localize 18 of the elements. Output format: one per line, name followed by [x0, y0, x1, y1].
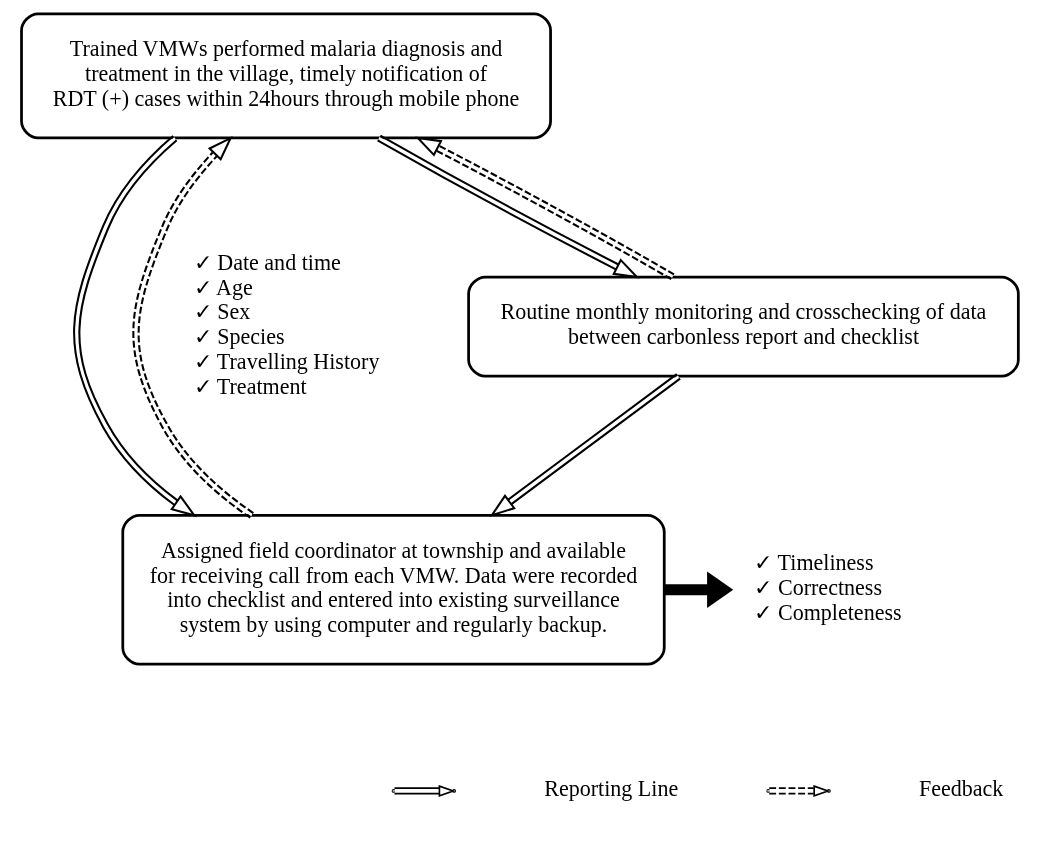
arrow — [73, 135, 197, 518]
node-box: Trained VMWs performed malaria diagnosis and treatment in the village, timely notification of RDT (+) cases within 24hours through mobile phone — [20, 12, 552, 140]
label: ✓ Travelling History — [193, 349, 380, 375]
legend-label: Reporting Line — [544, 776, 679, 802]
label: ✓ Age — [193, 274, 253, 300]
label: ✓ Date and time — [193, 249, 341, 275]
node-box: Routine monthly monitoring and crosschecking of data between carbonless report and checklist — [467, 275, 1020, 378]
arrow — [415, 136, 675, 281]
label: ✓ Treatment — [193, 373, 307, 399]
node-text: ✓ Timeliness ✓ Correctness ✓ Completeness — [754, 550, 902, 625]
arrow — [377, 134, 640, 279]
node-box: Assigned field coordinator at township and available for receiving call from each VMW. Data were recorded into checklist and entered into existing surveillance system by using computer and regularly backup. — [121, 514, 666, 666]
arrow — [489, 373, 681, 518]
label: ✓ Species — [193, 324, 285, 350]
arrow — [664, 571, 734, 609]
label: ✓ Sex — [193, 299, 251, 325]
arrow — [132, 135, 254, 519]
legend-label: Feedback — [918, 776, 1004, 802]
